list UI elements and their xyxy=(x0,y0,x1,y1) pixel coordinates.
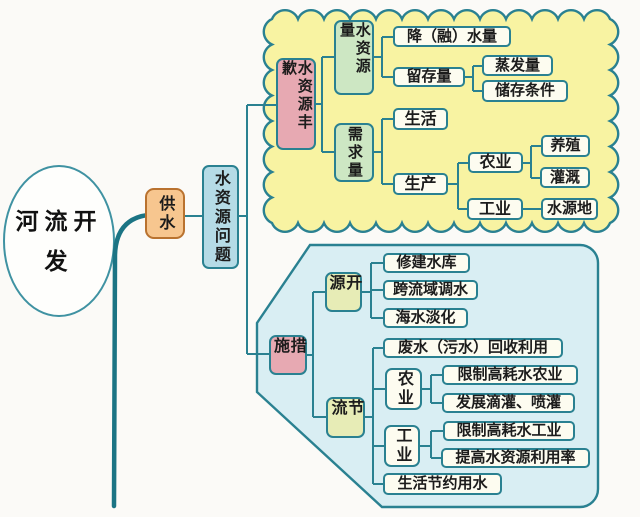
node-domestic: 生活 xyxy=(393,108,448,130)
node-water-resource-issue: 水资源问题 xyxy=(202,165,239,269)
node-throttle: 节流 xyxy=(326,397,365,438)
node-water-supply: 供水 xyxy=(145,188,185,239)
node-improve-efficiency: 提高水资源利用率 xyxy=(441,448,590,468)
node-desalination: 海水淡化 xyxy=(383,308,468,328)
main-branch-curve xyxy=(111,212,151,509)
node-retention: 留存量 xyxy=(393,67,465,87)
node-limit-agriculture: 限制高耗水农业 xyxy=(442,365,578,385)
node-domestic-saving: 生活节约用水 xyxy=(383,473,502,495)
node-build-reservoir: 修建水库 xyxy=(383,253,470,273)
node-limit-industry: 限制高耗水工业 xyxy=(443,421,575,441)
node-irrigation: 灌溉 xyxy=(540,167,590,188)
node-throttle-agriculture: 农业 xyxy=(385,368,422,410)
node-open-source: 开源 xyxy=(325,272,362,312)
node-cross-basin-transfer: 跨流域调水 xyxy=(383,280,478,300)
node-measures: 措施 xyxy=(269,335,307,375)
node-water-source-site: 水源地 xyxy=(541,198,598,220)
node-wastewater-recycle: 废水（污水）回收利用 xyxy=(383,338,563,358)
node-water-abundance: 水资源丰歉 xyxy=(276,58,316,150)
node-agriculture: 农业 xyxy=(468,152,523,173)
node-drip-spray-irrigation: 发展滴灌、喷灌 xyxy=(442,393,575,413)
node-production: 生产 xyxy=(393,173,448,195)
node-industry: 工业 xyxy=(467,198,523,220)
root-ellipse xyxy=(3,165,115,317)
node-storage-conditions: 储存条件 xyxy=(482,80,568,102)
node-evaporation: 蒸发量 xyxy=(482,55,553,76)
node-river-development: 河流开发 xyxy=(15,207,103,275)
connector-lines xyxy=(185,36,541,485)
node-demand: 需求量 xyxy=(334,123,374,182)
node-breeding: 养殖 xyxy=(541,135,590,157)
node-water-quantity: 水资源量 xyxy=(334,20,374,95)
node-throttle-industry: 工业 xyxy=(384,425,420,467)
node-precipitation: 降（融）水量 xyxy=(393,26,511,47)
